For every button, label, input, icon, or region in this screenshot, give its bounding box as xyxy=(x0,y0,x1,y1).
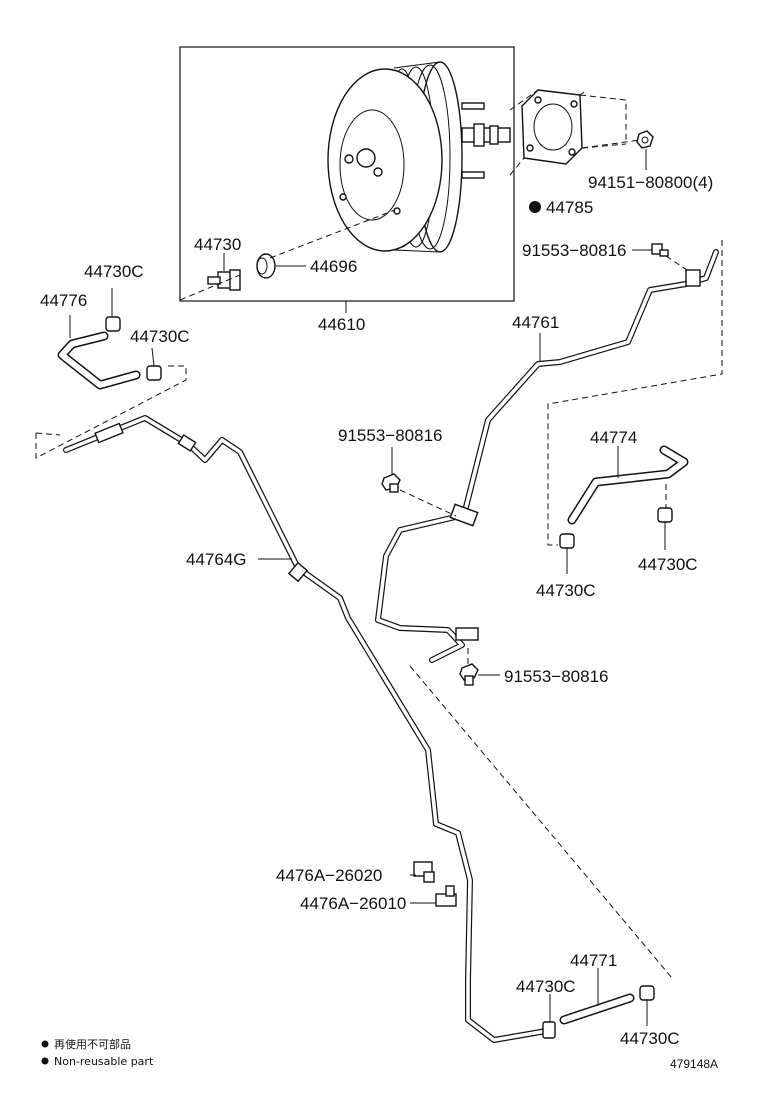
clamp-44730C-b1[interactable] xyxy=(542,1021,556,1039)
clamp-44730C-top[interactable] xyxy=(105,316,121,332)
filled-circle-icon xyxy=(41,1057,49,1065)
grommet-44696[interactable] xyxy=(256,253,276,279)
clamp-44730C-r1[interactable] xyxy=(559,533,575,549)
label-91553-c: 91553−80816 xyxy=(504,667,608,686)
gasket-plate[interactable] xyxy=(521,89,583,165)
label-44730C-r1: 44730C xyxy=(536,581,596,600)
brake-booster[interactable] xyxy=(327,61,511,253)
label-94151: 94151−80800(4) xyxy=(588,173,713,192)
vacuum-tube-44761[interactable] xyxy=(375,249,719,663)
label-44771: 44771 xyxy=(570,951,617,970)
filled-circle-icon xyxy=(529,201,541,213)
nut-leader-dashed xyxy=(581,139,641,149)
bolt-91553-a[interactable] xyxy=(651,243,669,257)
bolt-b-dashed xyxy=(399,489,457,517)
bolt-a-dashed xyxy=(665,255,691,273)
label-44730C-mid: 44730C xyxy=(130,327,190,346)
booster-assembly-frame xyxy=(179,46,515,302)
filled-circle-icon xyxy=(41,1040,49,1048)
gasket-dashed-outline xyxy=(509,89,627,176)
right-dashed-connection xyxy=(409,240,723,979)
label-44730C-top: 44730C xyxy=(84,262,144,281)
label-4476A-26010: 4476A−26010 xyxy=(300,894,406,913)
label-4476A-26020: 4476A−26020 xyxy=(276,866,382,885)
legend-en: Non-reusable part xyxy=(54,1055,154,1068)
clip-4476A-26020[interactable] xyxy=(413,861,435,883)
leader-44730C-mid xyxy=(151,347,155,367)
bolt-91553-b[interactable] xyxy=(381,473,401,493)
clamp-44730C-mid[interactable] xyxy=(146,365,162,381)
label-44730C-b2: 44730C xyxy=(620,1029,680,1048)
vacuum-hose-44771[interactable] xyxy=(559,993,635,1025)
clamp-44730C-r2[interactable] xyxy=(657,507,673,523)
hose-dashed-box xyxy=(35,365,187,459)
vacuum-tube-44764G[interactable] xyxy=(63,415,555,1043)
nut-94151[interactable] xyxy=(636,130,654,149)
label-44764G: 44764G xyxy=(186,550,247,569)
valve-dashed-line xyxy=(179,209,396,301)
label-44696: 44696 xyxy=(310,257,357,276)
legend-jp: 再使用不可部品 xyxy=(54,1037,131,1051)
vacuum-hose-44776[interactable] xyxy=(57,331,141,390)
check-valve-44730[interactable] xyxy=(207,269,241,291)
label-44774: 44774 xyxy=(590,428,637,447)
clamp-44730C-b2[interactable] xyxy=(639,985,655,1001)
label-44785: 44785 xyxy=(546,198,593,217)
label-44776: 44776 xyxy=(40,291,87,310)
label-44730: 44730 xyxy=(194,235,241,254)
figure-code: 479148A xyxy=(670,1057,718,1071)
bolt-91553-c[interactable] xyxy=(459,663,479,686)
vacuum-hose-44774[interactable] xyxy=(567,445,689,525)
label-44761: 44761 xyxy=(512,313,559,332)
clip-4476A-26010[interactable] xyxy=(435,885,457,907)
label-44610: 44610 xyxy=(318,315,365,334)
label-44730C-r2: 44730C xyxy=(638,555,698,574)
label-91553-a: 91553−80816 xyxy=(522,241,626,260)
label-44730C-b1: 44730C xyxy=(516,977,576,996)
label-91553-b: 91553−80816 xyxy=(338,426,442,445)
